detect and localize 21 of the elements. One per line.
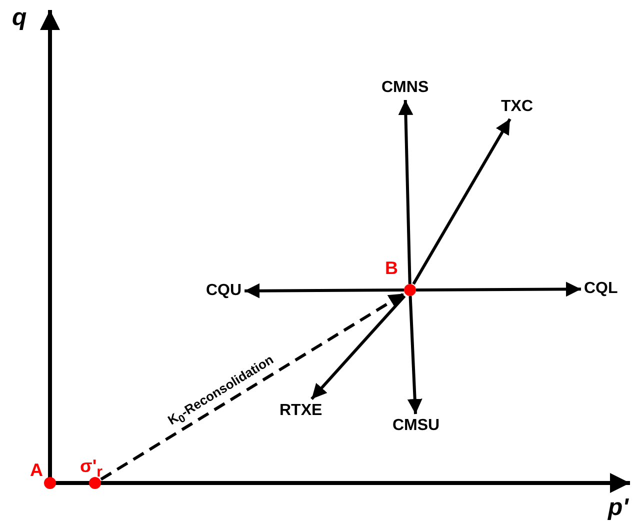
dashed-arrow xyxy=(100,292,405,481)
axis-label: q xyxy=(12,4,27,32)
point-marker xyxy=(44,477,56,489)
path-label: CMSU xyxy=(392,417,440,435)
point-label: σ'$_{r}$ xyxy=(80,456,102,481)
path-label: TXC xyxy=(501,98,533,116)
arrow xyxy=(398,100,414,284)
path-label: CQU xyxy=(206,282,242,300)
arrow xyxy=(310,295,406,400)
point-label: B xyxy=(385,258,398,279)
axis-label: p' xyxy=(608,494,628,522)
arrow xyxy=(412,118,512,285)
arrow xyxy=(407,296,422,414)
path-label: RTXE xyxy=(280,402,322,420)
path-label: CMNS xyxy=(382,79,429,97)
arrow xyxy=(244,283,404,298)
point-marker xyxy=(404,284,416,296)
path-label: CQL xyxy=(584,280,618,298)
point-label: A xyxy=(30,460,43,481)
point-marker xyxy=(89,477,101,489)
arrow xyxy=(416,282,581,297)
